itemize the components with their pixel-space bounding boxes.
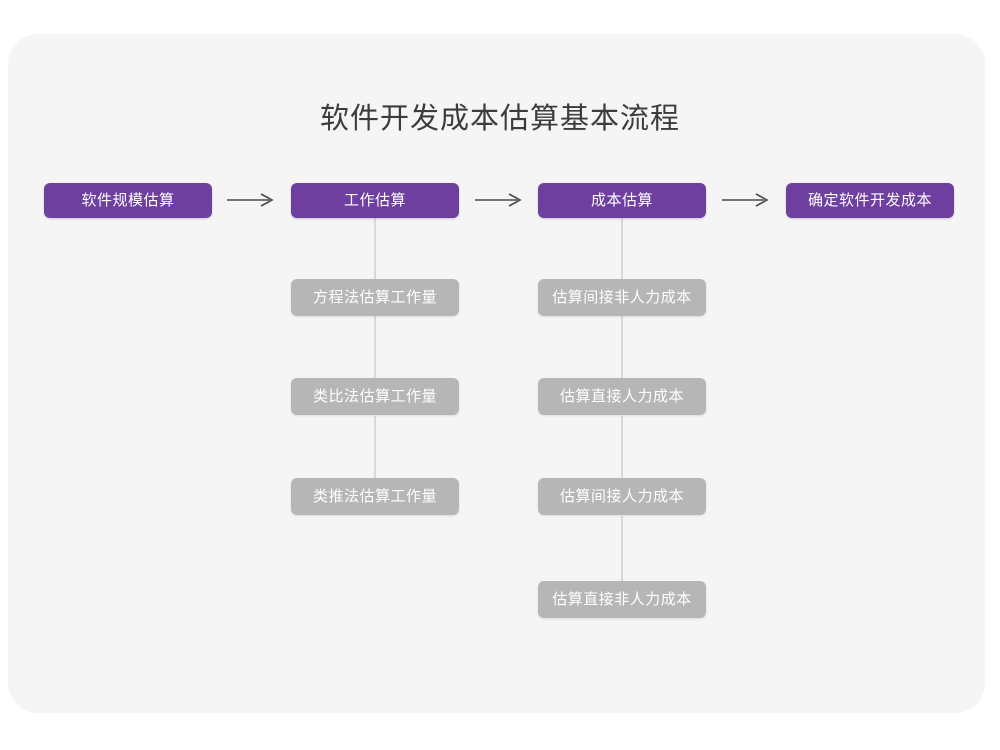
- connector-line-branch2-seg3: [621, 416, 623, 478]
- page-title: 软件开发成本估算基本流程: [319, 103, 680, 135]
- branch-node-direct-nonlabor-cost[interactable]: 估算直接非人力成本: [538, 581, 706, 618]
- branch-node-label: 类比法估算工作量: [312, 388, 437, 405]
- branch-node-indirect-labor-cost[interactable]: 估算间接人力成本: [538, 478, 706, 515]
- arrow-right-icon-2: [473, 188, 525, 212]
- flow-node-label: 成本估算: [590, 192, 653, 209]
- branch-node-indirect-nonlabor-cost[interactable]: 估算间接非人力成本: [538, 279, 706, 316]
- connector-line-branch2-seg4: [621, 516, 623, 581]
- connector-line-branch1-seg3: [374, 416, 376, 478]
- flow-node-work-estimation[interactable]: 工作估算: [291, 183, 459, 218]
- connector-line-branch2-seg1: [621, 217, 623, 279]
- diagram-card: [8, 34, 985, 713]
- branch-node-label: 估算直接人力成本: [559, 388, 684, 405]
- flow-node-label: 软件规模估算: [81, 192, 175, 209]
- branch-node-inference-method-effort[interactable]: 类推法估算工作量: [291, 478, 459, 515]
- branch-node-label: 方程法估算工作量: [312, 289, 437, 306]
- branch-node-label: 估算间接人力成本: [559, 488, 684, 505]
- branch-node-direct-labor-cost[interactable]: 估算直接人力成本: [538, 378, 706, 415]
- flow-node-determine-development-cost[interactable]: 确定软件开发成本: [786, 183, 954, 218]
- branch-node-label: 估算间接非人力成本: [552, 289, 692, 306]
- branch-node-equation-method-effort[interactable]: 方程法估算工作量: [291, 279, 459, 316]
- branch-node-label: 类推法估算工作量: [312, 488, 437, 505]
- arrow-right-icon-3: [720, 188, 772, 212]
- flow-node-label: 确定软件开发成本: [807, 192, 932, 209]
- branch-node-analogy-method-effort[interactable]: 类比法估算工作量: [291, 378, 459, 415]
- branch-node-label: 估算直接非人力成本: [552, 591, 692, 608]
- connector-line-branch2-seg2: [621, 316, 623, 378]
- flow-node-label: 工作估算: [343, 192, 406, 209]
- connector-line-branch1-seg1: [374, 217, 376, 279]
- connector-line-branch1-seg2: [374, 316, 376, 378]
- flow-node-software-scale-estimation[interactable]: 软件规模估算: [44, 183, 212, 218]
- arrow-right-icon-1: [225, 188, 277, 212]
- flow-node-cost-estimation[interactable]: 成本估算: [538, 183, 706, 218]
